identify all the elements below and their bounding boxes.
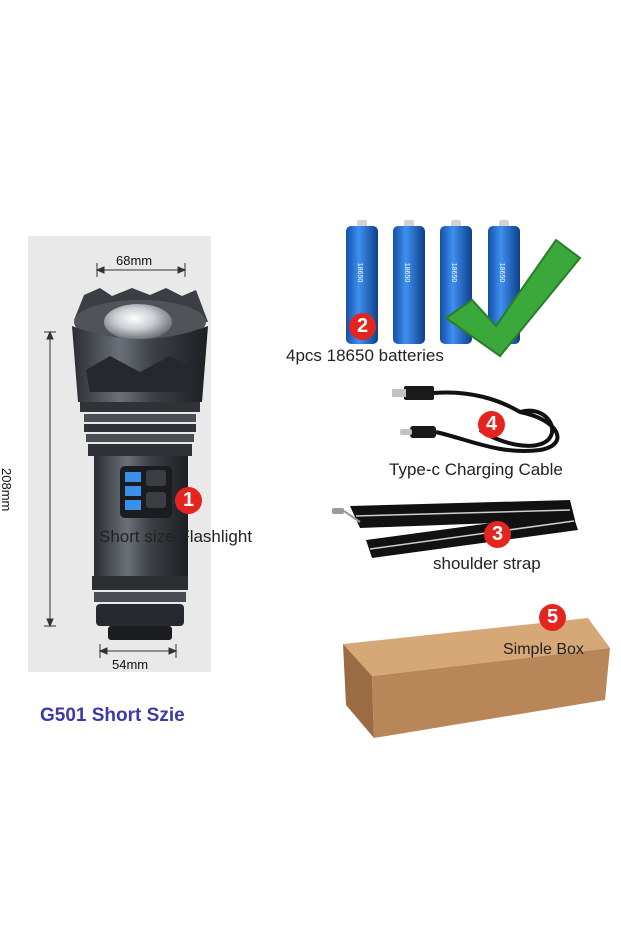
item-badge-5: 5 <box>539 604 566 631</box>
item-badge-2: 2 <box>349 313 376 340</box>
item-label-box: Simple Box <box>503 641 584 658</box>
item-label-flashlight: Short size Flashlight <box>99 527 253 546</box>
item-badge-1: 1 <box>175 487 202 514</box>
item-badge-4: 4 <box>478 411 505 438</box>
item-label-cable: Type-c Charging Cable <box>389 460 563 479</box>
item-badge-3: 3 <box>484 521 511 548</box>
item-label-strap: shoulder strap <box>433 554 541 573</box>
model-title: G501 Short Szie <box>40 705 185 726</box>
base-dimension-label: 54mm <box>112 657 149 672</box>
width-dimension-label: 68mm <box>116 253 153 268</box>
item-label-batteries: 4pcs 18650 batteries <box>286 346 444 365</box>
